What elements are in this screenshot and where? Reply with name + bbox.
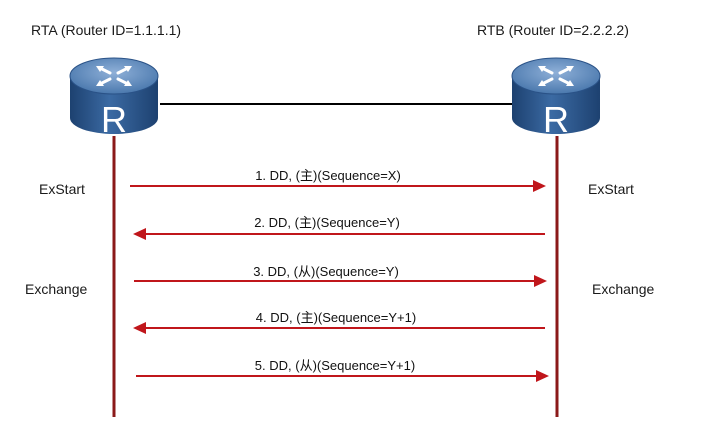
message-arrow-5: [136, 370, 549, 382]
message-label-5: 5. DD, (从)(Sequence=Y+1): [254, 358, 416, 373]
message-arrow-3: [134, 275, 547, 287]
state-right-exstart: ExStart: [588, 181, 634, 197]
state-right-exchange: Exchange: [592, 281, 655, 297]
router-glyph-right: R: [543, 99, 569, 140]
message-label-3: 3. DD, (从)(Sequence=Y): [253, 264, 399, 279]
message-arrow-2: [133, 228, 545, 240]
message-arrow-1: [130, 180, 546, 192]
message-arrow-4: [133, 322, 545, 334]
router-glyph-left: R: [101, 99, 127, 140]
state-left-exchange: Exchange: [25, 281, 88, 297]
router-b-title: RTB (Router ID=2.2.2.2): [477, 22, 629, 38]
router-icon-left: R: [69, 57, 159, 140]
state-left-exstart: ExStart: [39, 181, 85, 197]
message-label-4: 4. DD, (主)(Sequence=Y+1): [255, 310, 417, 325]
message-label-2: 2. DD, (主)(Sequence=Y): [254, 215, 400, 230]
message-label-1: 1. DD, (主)(Sequence=X): [255, 168, 401, 183]
router-a-title: RTA (Router ID=1.1.1.1): [31, 22, 182, 38]
router-icon-right: R: [511, 57, 601, 140]
